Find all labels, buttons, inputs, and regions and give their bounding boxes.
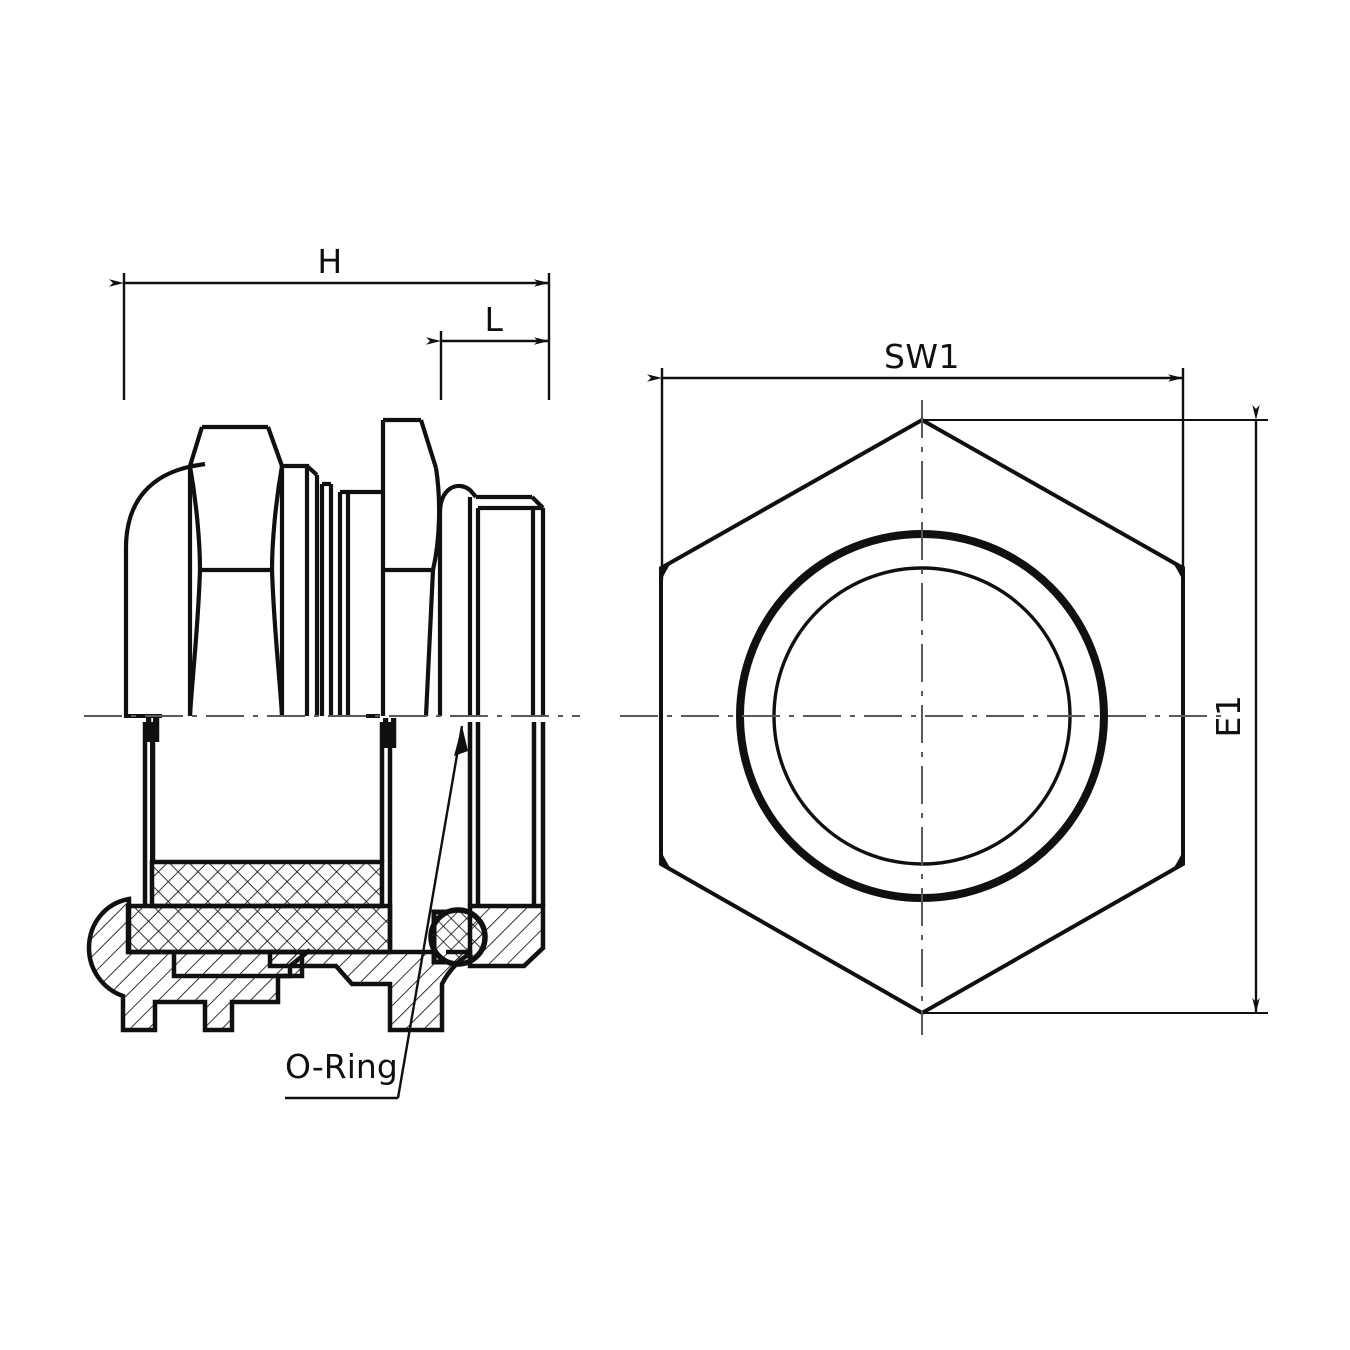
o-ring-label: O-Ring bbox=[285, 1047, 398, 1086]
dimension-label-E1: E1 bbox=[1209, 695, 1248, 738]
side-view-geometry bbox=[84, 400, 590, 720]
dimension-label-SW1: SW1 bbox=[884, 337, 960, 376]
dimension-H: H bbox=[109, 242, 551, 520]
hexnut1-top-left-chamfer bbox=[187, 426, 205, 467]
o-ring-seal bbox=[428, 907, 488, 967]
hexnut2-lower-right bbox=[423, 569, 436, 717]
flange-edge-a bbox=[305, 464, 319, 477]
dimension-label-L: L bbox=[485, 300, 504, 339]
gland-lower-metal bbox=[86, 896, 305, 1033]
o-ring-callout: O-Ring bbox=[285, 725, 468, 1100]
hexnut1-top-right-chamfer bbox=[266, 426, 284, 467]
hexnut1-arc-left bbox=[187, 465, 203, 571]
hexnut1-lower-left bbox=[187, 569, 203, 717]
hexagon-end-view: SW1 E1 bbox=[620, 337, 1268, 1035]
dome-profile bbox=[123, 461, 206, 716]
seal-ring-upper bbox=[149, 859, 385, 909]
dimension-label-H: H bbox=[317, 242, 342, 281]
o-ring-leader-arrow bbox=[454, 726, 468, 756]
hexnut2-top-right-chamfer bbox=[418, 419, 439, 469]
o-ring-leader-line bbox=[396, 725, 464, 1099]
dimension-E1: E1 bbox=[922, 405, 1268, 1014]
seal-ring-lower bbox=[125, 903, 393, 955]
dimension-SW1: SW1 bbox=[647, 337, 1185, 580]
hexnut1-arc-right bbox=[269, 465, 285, 571]
side-section-final bbox=[84, 715, 590, 1048]
boss-profile bbox=[437, 483, 478, 716]
hexnut1-lower-right bbox=[269, 569, 285, 717]
